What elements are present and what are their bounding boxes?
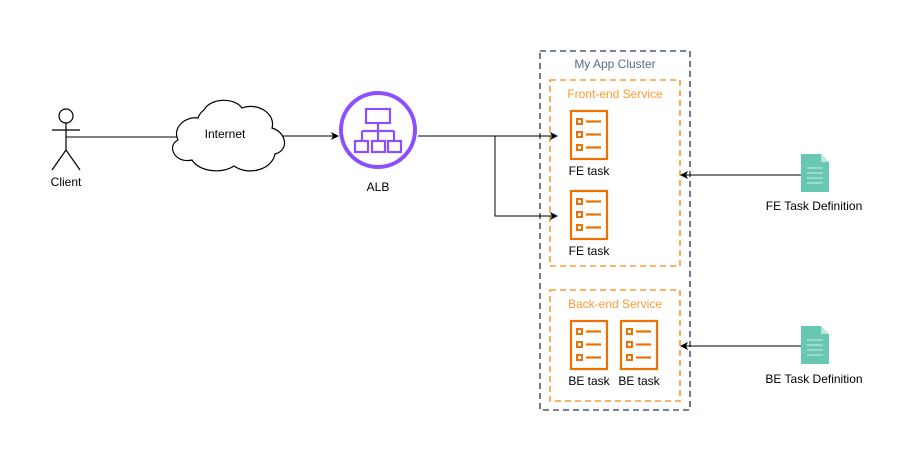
document-icon[interactable] <box>800 325 830 365</box>
alb-label: ALB <box>367 180 390 194</box>
be-task-1-label: BE task <box>568 374 610 388</box>
alb-to-fe-task-2-connector <box>494 136 558 220</box>
internet-label: Internet <box>205 127 246 141</box>
be-task-2-label: BE task <box>618 374 660 388</box>
cluster-boundary[interactable] <box>539 50 691 411</box>
person-icon[interactable] <box>51 108 81 171</box>
be-task-definition-label: BE Task Definition <box>765 372 862 386</box>
document-icon[interactable] <box>800 153 830 193</box>
fe-task-definition-label: FE Task Definition <box>766 199 863 213</box>
load-balancer-icon[interactable] <box>339 91 417 169</box>
cluster-label: My App Cluster <box>574 57 655 71</box>
be-service-label: Back-end Service <box>568 297 662 311</box>
client-label: Client <box>51 175 82 189</box>
fe-task-1-label: FE task <box>569 164 611 178</box>
task-icon[interactable] <box>569 319 609 371</box>
fe-task-2-label: FE task <box>569 244 611 258</box>
task-icon[interactable] <box>619 319 659 371</box>
task-icon[interactable] <box>569 189 609 241</box>
cloud-icon[interactable] <box>172 99 285 172</box>
fe-service-label: Front-end Service <box>567 87 663 101</box>
task-icon[interactable] <box>569 109 609 161</box>
